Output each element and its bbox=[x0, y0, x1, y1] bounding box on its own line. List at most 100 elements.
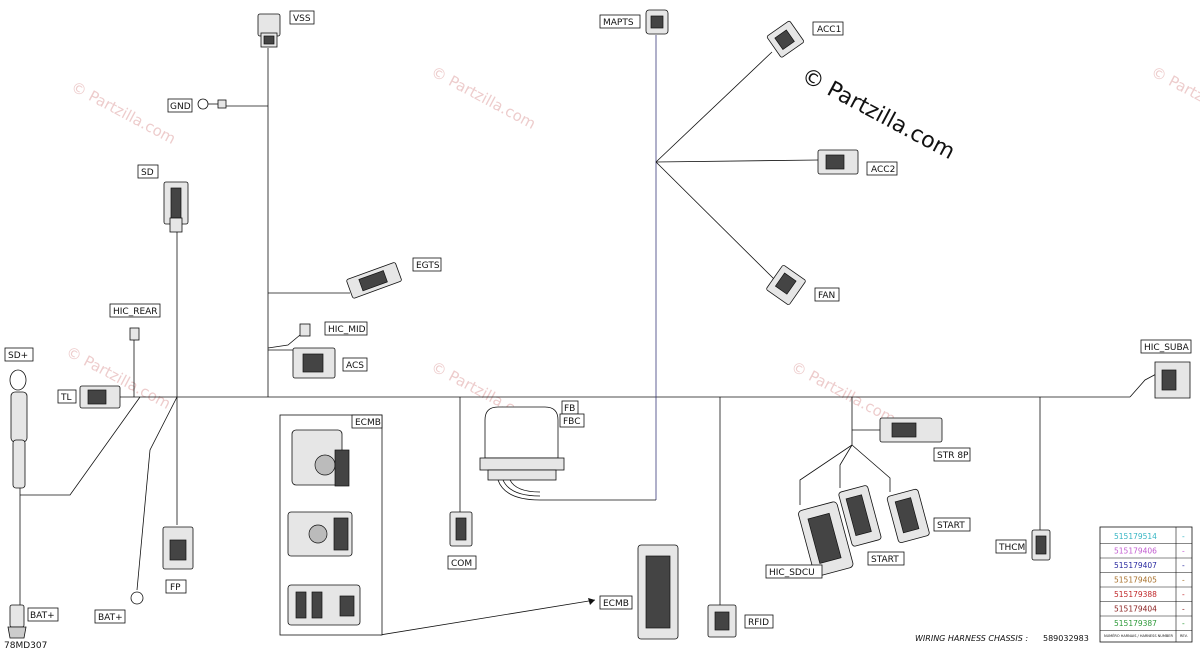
connector-bat-plus-left bbox=[7, 604, 27, 639]
legend-row-number: 515179404 bbox=[1114, 605, 1157, 614]
gnd-label: GND bbox=[170, 102, 191, 112]
com-label-box bbox=[447, 555, 477, 570]
acc2-label: ACC2 bbox=[871, 165, 895, 175]
watermark-2: © Partzilla.com bbox=[428, 63, 539, 133]
connector-rfid bbox=[707, 604, 737, 638]
connector-str-8p bbox=[879, 417, 943, 443]
connector-hic-sdcu bbox=[798, 501, 854, 577]
hic-mid-label-box bbox=[324, 321, 368, 336]
thcm-label-box bbox=[995, 539, 1027, 554]
ecmb-detail-1 bbox=[291, 429, 350, 487]
connector-tl bbox=[79, 385, 121, 409]
connector-bat-plus-ring bbox=[130, 591, 144, 605]
sdcu-branch-wire bbox=[799, 444, 853, 505]
sd-plus-wire bbox=[20, 396, 141, 496]
tl-label-box bbox=[57, 389, 77, 404]
fan-branch-wire bbox=[655, 161, 776, 281]
fbc-label: FBC bbox=[563, 417, 580, 427]
rfid-label-box bbox=[744, 614, 774, 629]
acc2-branch-wire bbox=[655, 159, 819, 163]
rfid-label: RFID bbox=[748, 618, 769, 628]
connector-hic-mid bbox=[299, 323, 311, 337]
legend-row-number: 515179405 bbox=[1114, 576, 1157, 585]
bat-wire bbox=[136, 396, 178, 591]
connector-sd-plus bbox=[9, 369, 28, 489]
legend-header-rev: REV. bbox=[1180, 634, 1188, 638]
ecmb-top-label: ECMB bbox=[355, 418, 381, 428]
connector-start-2 bbox=[886, 488, 930, 544]
ecmb-detail-2 bbox=[287, 511, 353, 557]
legend-row-rev: - bbox=[1182, 619, 1185, 628]
connector-start-1 bbox=[838, 485, 882, 547]
sd-plus-label: SD+ bbox=[8, 351, 28, 361]
start-2-label-box bbox=[867, 551, 905, 566]
hic-sdcu-label-box bbox=[765, 564, 823, 579]
harness-title: WIRING HARNESS CHASSIS : bbox=[915, 634, 1028, 643]
legend-header-number: NUMÉRO HARNAIS / HARNESS NUMBER bbox=[1104, 633, 1173, 638]
drawing-code: 78MD307 bbox=[4, 641, 47, 651]
connector-ecmb-bottom bbox=[637, 544, 679, 640]
ecmb-bottom-label: ECMB bbox=[603, 599, 629, 609]
acc1-label: ACC1 bbox=[817, 25, 841, 35]
com-label: COM bbox=[451, 559, 472, 569]
acc1-branch-wire bbox=[655, 51, 773, 163]
vss-label-box bbox=[289, 10, 315, 25]
legend-row-number: 515179388 bbox=[1114, 590, 1157, 599]
legend-row-rev: - bbox=[1182, 547, 1185, 556]
connector-acc2 bbox=[817, 149, 859, 175]
acs-label-box bbox=[342, 357, 368, 372]
connector-fan bbox=[766, 265, 806, 305]
start-1-label-box bbox=[933, 517, 971, 532]
str-8p-label: STR 8P bbox=[937, 451, 969, 461]
mapts-label-box bbox=[599, 14, 641, 29]
legend-row-rev: - bbox=[1182, 532, 1185, 541]
hic-rear-label: HIC_REAR bbox=[113, 307, 158, 317]
mapts-label: MAPTS bbox=[603, 18, 634, 28]
fp-label: FP bbox=[170, 583, 181, 593]
start-branch-wire-2 bbox=[851, 444, 891, 492]
ecmb-top-label-box bbox=[351, 414, 383, 429]
hic-sdcu-label: HIC_SDCU bbox=[769, 568, 815, 578]
connector-sd bbox=[163, 181, 189, 233]
bat-plus-1-label: BAT+ bbox=[30, 611, 55, 621]
tl-label: TL bbox=[60, 393, 72, 403]
watermark-6: © Partzilla.com bbox=[788, 358, 899, 428]
fan-label: FAN bbox=[818, 291, 835, 301]
connector-acs bbox=[292, 347, 336, 379]
egts-label: EGTS bbox=[416, 261, 440, 271]
str-8p-label-box bbox=[933, 447, 971, 462]
start-2-label: START bbox=[871, 555, 899, 565]
legend-frame bbox=[1099, 526, 1193, 643]
fp-label-box bbox=[165, 579, 187, 594]
bat-plus-1-label-box bbox=[27, 607, 59, 622]
connector-vss bbox=[257, 13, 281, 48]
legend-row-number: 515179406 bbox=[1114, 547, 1157, 556]
hic-mid-wire bbox=[267, 334, 301, 349]
legend-row-rev: - bbox=[1182, 561, 1185, 570]
acc1-label-box bbox=[812, 21, 844, 36]
legend-row-rev: - bbox=[1182, 576, 1185, 585]
bat-plus-2-label: BAT+ bbox=[98, 613, 123, 623]
watermarks: © Partzilla.com © Partzilla.com © Partzi… bbox=[63, 63, 1200, 428]
fb-label: FB bbox=[564, 404, 575, 414]
ecmb-link-wire bbox=[379, 599, 596, 636]
sd-plus-label-box bbox=[4, 347, 34, 362]
hic-rear-label-box bbox=[109, 303, 161, 318]
connector-thcm bbox=[1031, 529, 1051, 561]
start-1-label: START bbox=[937, 521, 965, 531]
harness-legend: 515179514-515179406-515179407-515179405-… bbox=[1099, 526, 1193, 643]
connector-hic-rear bbox=[129, 327, 140, 341]
connector-com bbox=[449, 511, 473, 547]
watermark-3: © Partzilla.com bbox=[1148, 63, 1200, 133]
fan-label-box bbox=[814, 287, 840, 302]
connector-gnd bbox=[197, 98, 227, 110]
acs-label: ACS bbox=[346, 361, 364, 371]
bat-plus-2-label-box bbox=[94, 609, 126, 624]
harness-number: 589032983 bbox=[1043, 634, 1089, 643]
fbc-wire-2 bbox=[502, 479, 541, 497]
connector-acc1 bbox=[766, 20, 804, 58]
fbc-label-box bbox=[559, 413, 585, 428]
thcm-label: THCM bbox=[998, 543, 1025, 553]
hic-suba-label-box bbox=[1140, 339, 1192, 354]
